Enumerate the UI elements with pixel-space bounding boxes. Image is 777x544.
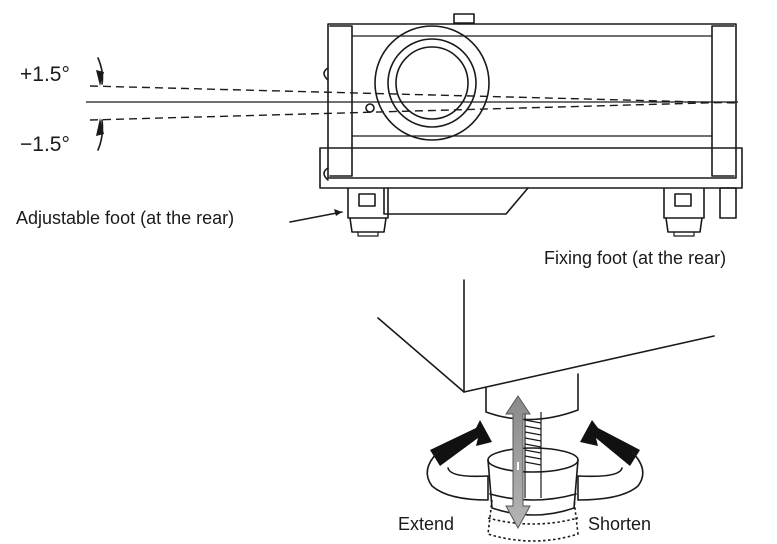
foot-cup-top: [487, 447, 579, 473]
left-side-panel: [329, 25, 353, 177]
lens-outer: [374, 25, 490, 141]
lower-tilt-line: [89, 101, 739, 121]
adjustable-foot-label: Adjustable foot (at the rear): [16, 208, 234, 228]
right-side-panel: [711, 25, 735, 177]
angle-up-label: +1.5°: [20, 63, 70, 86]
foot-closeup: [377, 279, 715, 542]
top-knob: [453, 13, 475, 24]
foot-housing: [485, 373, 579, 421]
sensor-dot: [365, 103, 375, 113]
shorten-label: Shorten: [588, 514, 651, 534]
projector-corner-edge: [377, 317, 715, 393]
screw-thread: [524, 412, 542, 498]
upper-tilt-line: [89, 85, 739, 104]
shorten-rotation-arrow: [577, 420, 644, 501]
extend-label: Extend: [398, 514, 454, 534]
projector-front-view: [319, 13, 743, 237]
foot-cup: [487, 459, 579, 516]
adjustable-foot-drawing: [347, 187, 389, 237]
lower-arc: [97, 119, 104, 151]
fixing-foot-drawing: [663, 187, 737, 237]
under-tray: [383, 187, 529, 215]
extend-rotation-arrow: [426, 420, 492, 501]
lower-arc-arrowhead: [96, 118, 104, 136]
lens-middle: [387, 38, 477, 128]
base-plate: [319, 147, 743, 189]
angle-down-label: −1.5°: [20, 133, 70, 156]
projector-body: [327, 23, 737, 179]
lens-inner: [395, 46, 469, 120]
extended-foot-outline: [487, 499, 579, 542]
extend-shorten-arrow: [505, 395, 531, 530]
adjustable-foot-leader-line: [289, 211, 343, 223]
tilt-angle-lines: [86, 57, 739, 151]
fixing-foot-label: Fixing foot (at the rear): [544, 248, 726, 268]
upper-arc-arrowhead: [96, 70, 104, 86]
